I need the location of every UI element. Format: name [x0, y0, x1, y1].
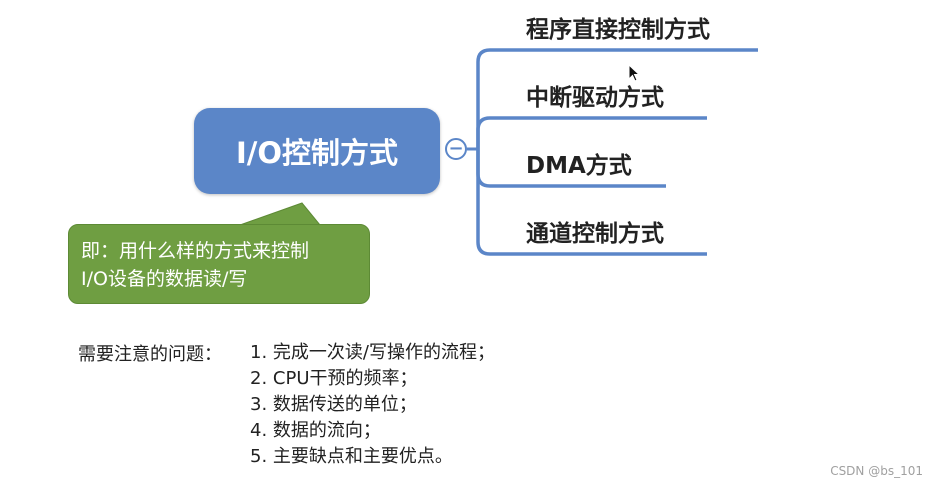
note-line: 即：用什么样的方式来控制 — [81, 240, 310, 262]
note-line: I/O设备的数据读/写 — [81, 268, 248, 290]
minus-icon: − — [448, 138, 464, 159]
connector-branch-4 — [476, 149, 707, 256]
note-callout-pointer — [239, 202, 322, 226]
branch-node-4[interactable]: 通道控制方式 — [526, 214, 664, 248]
list-item: 3. 数据传送的单位； — [250, 394, 417, 415]
list-item: 1. 完成一次读/写操作的流程； — [250, 342, 495, 363]
branch-node-3[interactable]: DMA方式 — [526, 146, 632, 180]
watermark: CSDN @bs_101 — [830, 464, 923, 478]
branch-label: 中断驱动方式 — [526, 85, 664, 111]
connector-branch-1 — [476, 48, 758, 149]
branch-label: 程序直接控制方式 — [526, 17, 710, 43]
note-callout[interactable]: 即：用什么样的方式来控制 I/O设备的数据读/写 — [68, 224, 370, 304]
branch-node-2[interactable]: 中断驱动方式 — [526, 78, 664, 112]
collapse-toggle[interactable]: − — [445, 138, 467, 160]
root-node-label: I/O控制方式 — [235, 136, 399, 170]
list-item: 5. 主要缺点和主要优点。 — [250, 446, 453, 467]
branch-node-1[interactable]: 程序直接控制方式 — [526, 10, 710, 44]
list-item: 2. CPU干预的频率； — [250, 368, 418, 389]
connector-branch-2 — [476, 116, 707, 149]
branch-label: DMA方式 — [526, 153, 632, 179]
issues-list: 1. 完成一次读/写操作的流程； 2. CPU干预的频率； 3. 数据传送的单位… — [250, 340, 495, 470]
branch-label: 通道控制方式 — [526, 221, 664, 247]
issues-label: 需要注意的问题： — [78, 344, 222, 365]
root-node[interactable]: I/O控制方式 — [194, 108, 440, 194]
mouse-cursor-icon — [628, 64, 640, 82]
list-item: 4. 数据的流向； — [250, 420, 381, 441]
